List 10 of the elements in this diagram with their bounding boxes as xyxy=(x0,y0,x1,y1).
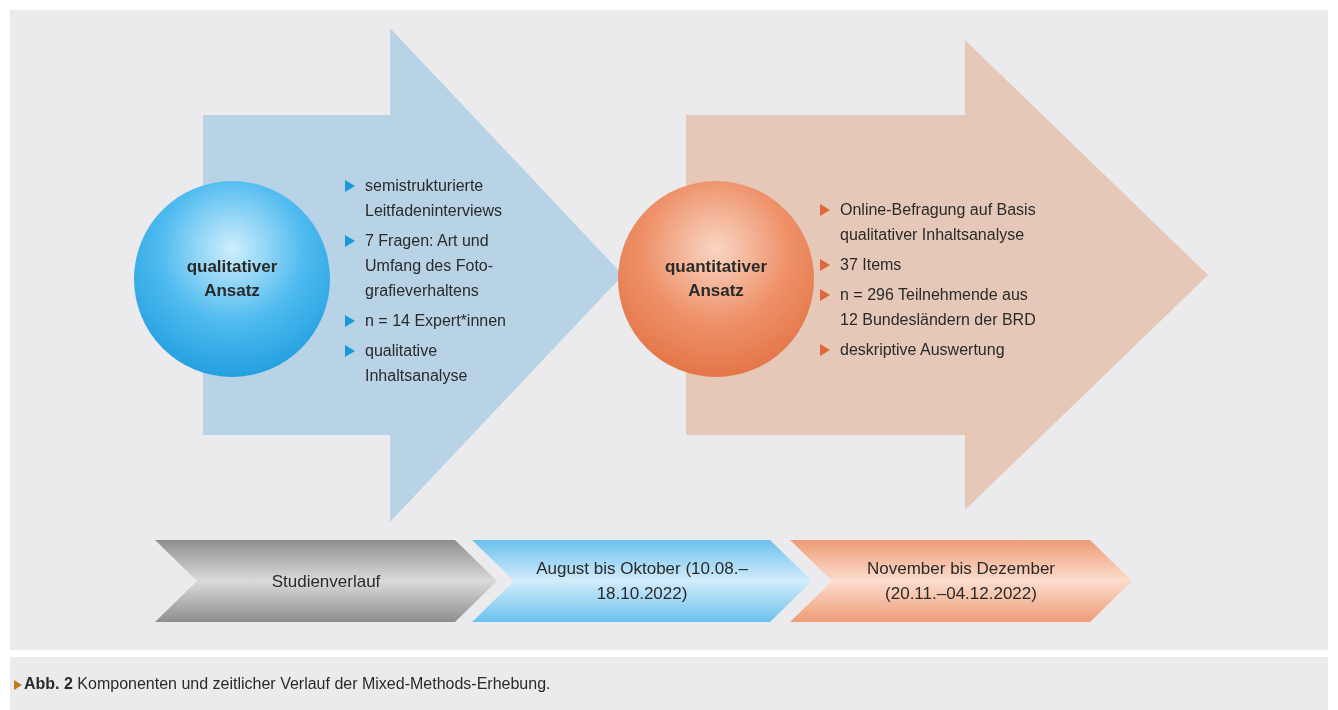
chevron-shape: November bis Dezember (20.11.–04.12.2022) xyxy=(790,540,1132,622)
bullet-item: semistrukturierte Leitfadeninterviews xyxy=(345,173,523,223)
bullet-item: Online-Befragung auf Basis qualitativer Inhaltsanalyse xyxy=(820,197,1042,247)
chevron-shape: August bis Oktober (10.08.–18.10.2022) xyxy=(472,540,812,622)
caption: Abb. 2 Komponenten und zeitlicher Verlauf der Mixed-Methods-Erhebung. xyxy=(24,675,551,693)
bullet-item: n = 14 Expert*innen xyxy=(345,308,523,333)
chevron-shape: Studienverlauf xyxy=(155,540,497,622)
bullet-item: qualitative Inhaltsanalyse xyxy=(345,338,523,388)
bullet-item: 37 Items xyxy=(820,252,1042,277)
bullet-item: deskriptive Auswertung xyxy=(820,337,1042,362)
